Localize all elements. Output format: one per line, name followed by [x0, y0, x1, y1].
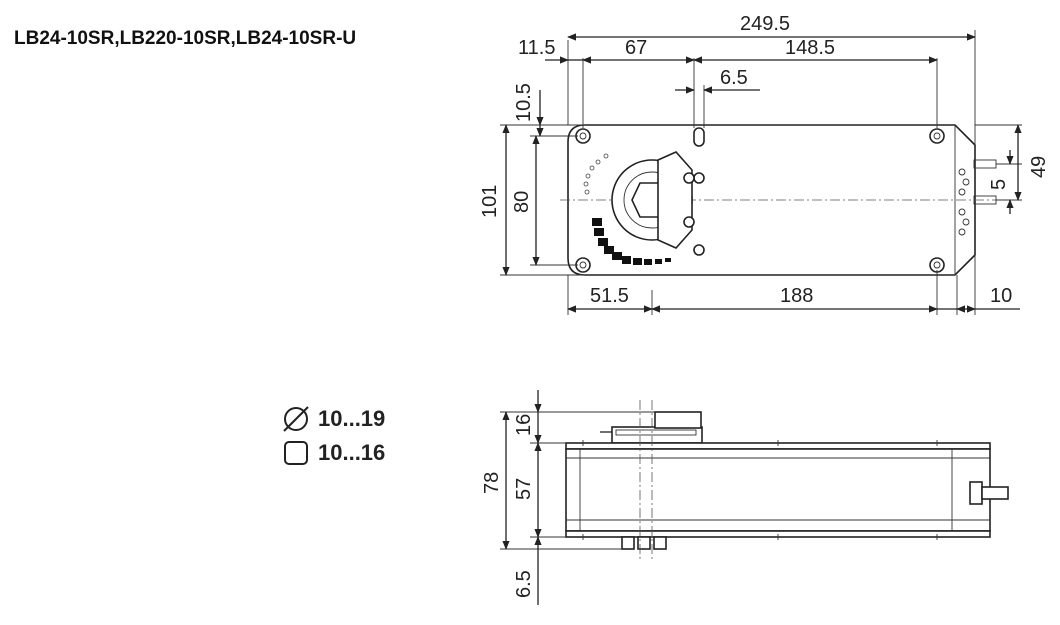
product-title: LB24-10SR,LB220-10SR,LB24-10SR-U [14, 28, 357, 49]
diameter-icon [283, 406, 309, 432]
dim-clamp-height: 16 [513, 414, 535, 436]
side-bottom-clamp [621, 536, 667, 550]
dim-bottom-offset: 6.5 [513, 570, 535, 598]
round-shaft-range: 10...19 [282, 402, 385, 436]
dim-left-offset: 11.5 [518, 37, 555, 59]
scale-dots [583, 153, 609, 195]
side-clamp [600, 411, 703, 444]
dim-cable-exit: 10 [990, 285, 1012, 307]
dim-hole-spacing-horizontal: 188 [780, 285, 813, 307]
dim-body-height: 57 [513, 478, 535, 500]
square-icon [284, 441, 308, 465]
dim-overall-length: 249.5 [740, 13, 790, 35]
dim-overall-height: 101 [479, 185, 501, 218]
shaft-range-legend: 10...19 10...16 [282, 402, 385, 470]
dim-hole-spacing-vertical: 80 [511, 191, 533, 213]
top-view: 249.5 11.5 67 148.5 6.5 10.5 101 80 49 5… [479, 13, 1050, 315]
square-shaft-range-label: 10...16 [318, 440, 386, 465]
square-shaft-range: 10...16 [282, 436, 385, 470]
shaft-clamp [611, 151, 695, 249]
dim-right-49: 49 [1028, 156, 1050, 178]
dim-side-overall-height: 78 [481, 472, 503, 494]
anti-rotation-slot [693, 127, 705, 147]
side-housing [565, 448, 991, 532]
dim-slot-depth: 10.5 [513, 83, 535, 122]
side-cable-gland [969, 481, 1009, 505]
dim-slot-to-hole: 148.5 [785, 37, 835, 59]
side-rivets [582, 440, 938, 540]
dim-hole-to-slot: 67 [625, 37, 647, 59]
slot-pin [693, 244, 705, 256]
dim-clamp-to-hole: 51.5 [590, 285, 629, 307]
position-scale [592, 218, 671, 265]
dimension-lines-top [502, 33, 1022, 313]
dim-slot-width: 6.5 [720, 67, 748, 89]
dimension-lines-side [502, 390, 542, 605]
side-view: 78 16 57 6.5 [481, 390, 1009, 605]
round-shaft-range-label: 10...19 [318, 406, 386, 431]
mounting-holes [575, 128, 945, 273]
dim-right-5: 5 [988, 179, 1010, 190]
slot-pin [693, 172, 705, 184]
